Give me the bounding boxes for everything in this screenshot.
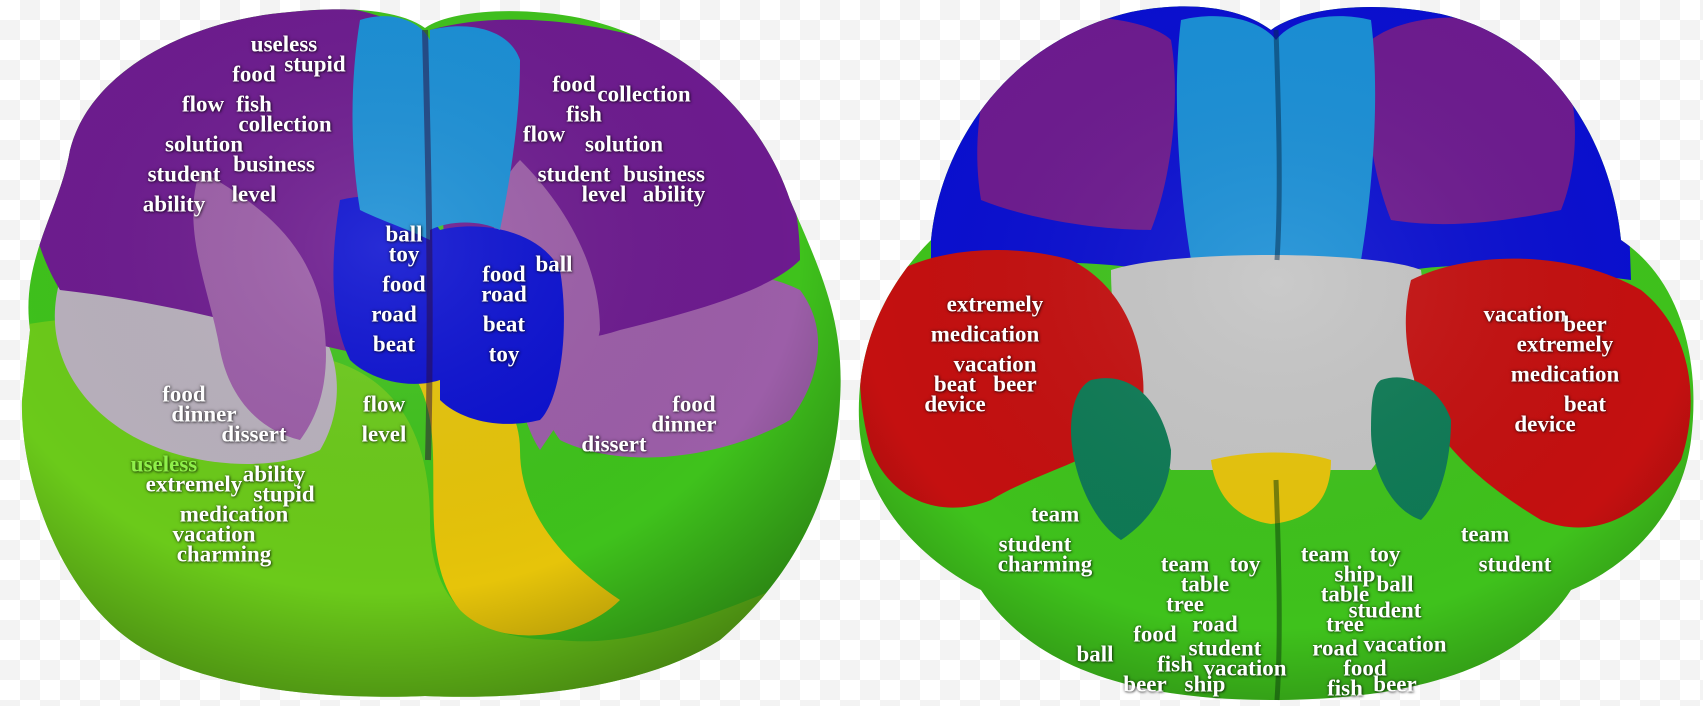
- word-label: road: [371, 301, 417, 327]
- word-label: ability: [142, 191, 206, 217]
- word-label: beat: [372, 331, 416, 357]
- word-label: dinner: [651, 411, 717, 437]
- word-label: food: [232, 61, 276, 87]
- word-label: road: [481, 281, 527, 307]
- word-label: student: [537, 161, 611, 187]
- word-label: beat: [482, 311, 526, 337]
- word-label: flow: [362, 391, 406, 417]
- word-label: vacation: [1363, 631, 1447, 657]
- word-label: collection: [597, 81, 691, 107]
- word-label: fish: [236, 91, 272, 117]
- word-label: beat: [933, 371, 977, 397]
- word-label: level: [361, 421, 407, 447]
- word-label: ball: [535, 251, 573, 277]
- word-label: beer: [1373, 671, 1417, 697]
- word-label: stupid: [284, 51, 346, 77]
- word-label: food: [552, 71, 596, 97]
- word-label: medication: [1510, 361, 1620, 387]
- word-label: tree: [1326, 611, 1364, 637]
- brain-left-surface: [21, 9, 841, 697]
- word-label: medication: [179, 501, 289, 527]
- word-label: level: [581, 181, 627, 207]
- word-label: team: [1030, 501, 1080, 527]
- word-label: dissert: [581, 431, 647, 457]
- word-label: useless: [130, 451, 198, 477]
- word-label: team: [1300, 541, 1350, 567]
- word-label: road: [1312, 635, 1358, 661]
- word-label: charming: [176, 541, 272, 567]
- word-label: ball: [385, 221, 423, 247]
- word-label: beer: [1123, 671, 1167, 697]
- word-label: student: [1348, 597, 1422, 623]
- word-label: ship: [1334, 561, 1376, 587]
- word-label: team: [1160, 551, 1210, 577]
- word-label: toy: [488, 341, 520, 367]
- word-label: solution: [165, 131, 243, 157]
- word-label: food: [382, 271, 426, 297]
- word-label: ship: [1184, 671, 1226, 697]
- word-label: ball: [1076, 641, 1114, 667]
- word-label: beer: [1563, 311, 1607, 337]
- word-label: vacation: [953, 351, 1037, 377]
- word-label: business: [623, 161, 705, 187]
- word-label: fish: [1157, 651, 1193, 677]
- word-label: ability: [242, 461, 306, 487]
- word-label: ball: [1376, 571, 1414, 597]
- word-label: toy: [388, 241, 420, 267]
- word-label: table: [1320, 581, 1370, 607]
- word-label: stupid: [253, 481, 315, 507]
- word-label: extremely: [1516, 331, 1614, 357]
- word-label: medication: [930, 321, 1040, 347]
- word-label: student: [1478, 551, 1552, 577]
- word-label: vacation: [1203, 655, 1287, 681]
- word-label: food: [162, 381, 206, 407]
- word-label: team: [1460, 521, 1510, 547]
- word-label: vacation: [1483, 301, 1567, 327]
- brain-right-surface: [858, 6, 1694, 701]
- word-label: useless: [250, 31, 318, 57]
- word-label: student: [998, 531, 1072, 557]
- word-label: business: [233, 151, 315, 177]
- word-label: tree: [1166, 591, 1204, 617]
- word-label: student: [147, 161, 221, 187]
- word-label: food: [482, 261, 526, 287]
- word-label: solution: [585, 131, 663, 157]
- word-label: flow: [181, 91, 225, 117]
- word-label: flow: [522, 121, 566, 147]
- word-label: toy: [1369, 541, 1401, 567]
- word-label: collection: [238, 111, 332, 137]
- word-label: dinner: [171, 401, 237, 427]
- word-label: food: [1343, 655, 1387, 681]
- word-label: device: [1514, 411, 1576, 437]
- word-label: extremely: [145, 471, 243, 497]
- word-label: charming: [997, 551, 1093, 577]
- word-label: device: [924, 391, 986, 417]
- word-label: road: [1192, 611, 1238, 637]
- word-label: fish: [566, 101, 602, 127]
- word-label: table: [1180, 571, 1230, 597]
- word-label: extremely: [946, 291, 1044, 317]
- word-label: food: [1133, 621, 1177, 647]
- word-label: student: [1188, 635, 1262, 661]
- word-label: beat: [1563, 391, 1607, 417]
- word-label: level: [231, 181, 277, 207]
- word-label: toy: [1229, 551, 1261, 577]
- word-label: beer: [993, 371, 1037, 397]
- word-label: food: [672, 391, 716, 417]
- word-label: fish: [1327, 675, 1363, 701]
- word-label: dissert: [221, 421, 287, 447]
- word-label: vacation: [172, 521, 256, 547]
- word-label: ability: [642, 181, 706, 207]
